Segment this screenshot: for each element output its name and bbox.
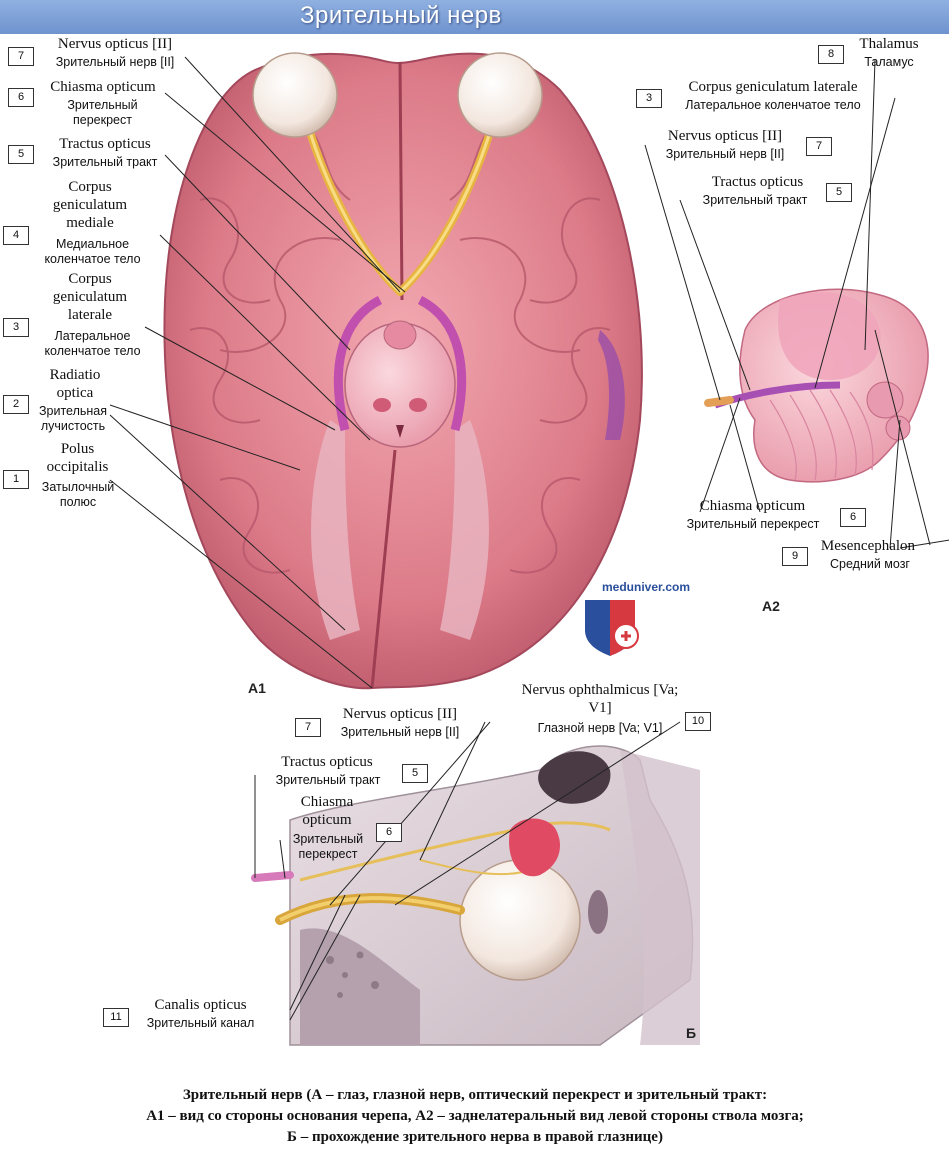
label-latin: Nervus ophthalmicus [Va; V1]	[521, 682, 679, 716]
label-number: 7	[8, 47, 34, 66]
label-latin: Nervus opticus [II]	[667, 128, 783, 144]
label-number: 4	[3, 226, 29, 245]
label-number: 9	[782, 547, 808, 566]
label-latin: Tractus opticus	[281, 754, 373, 770]
label-russian: Затылочный полюс	[41, 480, 115, 509]
label-number: 5	[8, 145, 34, 164]
label-russian: Таламус	[864, 55, 914, 69]
label-russian: Средний мозг	[830, 557, 910, 571]
label-latin: Corpus geniculatum laterale	[52, 271, 128, 323]
label-russian: Зрительный нерв [II]	[665, 147, 785, 161]
panel-label-a2: А2	[762, 598, 780, 614]
label-number: 5	[402, 764, 428, 783]
label-number: 6	[8, 88, 34, 107]
label-latin: Corpus geniculatum laterale	[688, 79, 858, 95]
label-russian: Латеральное коленчатое тело	[685, 98, 861, 112]
label-latin: Thalamus	[859, 36, 919, 52]
label-russian: Медиальное коленчатое тело	[44, 237, 141, 266]
label-number: 7	[806, 137, 832, 156]
label-number: 8	[818, 45, 844, 64]
brain-base-view	[163, 52, 643, 690]
label-russian: Зрительный перекрест	[292, 832, 364, 861]
label-latin: Nervus opticus [II]	[57, 36, 173, 52]
orbit-sagittal-view	[251, 745, 700, 1046]
figure-caption: Зрительный нерв (А – глаз, глазной нерв,…	[40, 1085, 910, 1148]
label-russian: Зрительный нерв [II]	[340, 725, 460, 739]
leader-lines	[109, 56, 949, 1021]
label-number: 3	[636, 89, 662, 108]
label-latin: Tractus opticus	[59, 136, 151, 152]
label-latin: Chiasma opticum	[50, 79, 156, 95]
label-russian: Зрительный тракт	[702, 193, 808, 207]
caption-line-2: А1 – вид со стороны основания черепа, А2…	[146, 1108, 804, 1124]
label-russian: Зрительный перекрест	[67, 98, 138, 127]
label-russian: Зрительная лучистость	[38, 404, 108, 433]
panel-label-a1: А1	[248, 680, 266, 696]
label-latin: Radiatio optica	[49, 367, 101, 401]
label-russian: Зрительный нерв [II]	[55, 55, 175, 69]
caption-line-3: Б – прохождение зрительного нерва в прав…	[287, 1129, 663, 1145]
watermark-text: meduniver.com	[602, 580, 691, 594]
label-latin: Chiasma opticum	[300, 794, 354, 828]
label-number: 7	[295, 718, 321, 737]
panel-label-b: Б	[686, 1025, 697, 1041]
title-banner: Зрительный нерв	[0, 0, 949, 34]
brainstem-lateral-view	[704, 288, 929, 483]
label-latin: Nervus opticus [II]	[342, 706, 458, 722]
label-latin: Tractus opticus	[711, 174, 804, 190]
label-russian: Латеральное коленчатое тело	[44, 329, 141, 358]
label-russian: Зрительный тракт	[52, 155, 158, 169]
page-title: Зрительный нерв	[300, 2, 502, 29]
label-russian: Глазной нерв [Va; V1]	[537, 721, 663, 735]
watermark-logo	[585, 600, 639, 656]
caption-line-1: Зрительный нерв (А – глаз, глазной нерв,…	[182, 1087, 768, 1103]
label-number: 3	[3, 318, 29, 337]
label-latin: Chiasma opticum	[699, 498, 806, 514]
label-latin: Canalis opticus	[154, 997, 247, 1013]
label-russian: Зрительный тракт	[275, 773, 381, 787]
label-latin: Polus occipitalis	[46, 441, 109, 475]
label-latin: Corpus geniculatum mediale	[52, 179, 128, 231]
label-number: 5	[826, 183, 852, 202]
label-russian: Зрительный канал	[146, 1016, 255, 1030]
label-number: 6	[840, 508, 866, 527]
label-russian: Зрительный перекрест	[686, 517, 820, 531]
label-number: 6	[376, 823, 402, 842]
label-number: 10	[685, 712, 711, 731]
label-latin: Mesencephalon	[820, 538, 916, 554]
label-number: 11	[103, 1008, 129, 1027]
label-number: 1	[3, 470, 29, 489]
label-number: 2	[3, 395, 29, 414]
